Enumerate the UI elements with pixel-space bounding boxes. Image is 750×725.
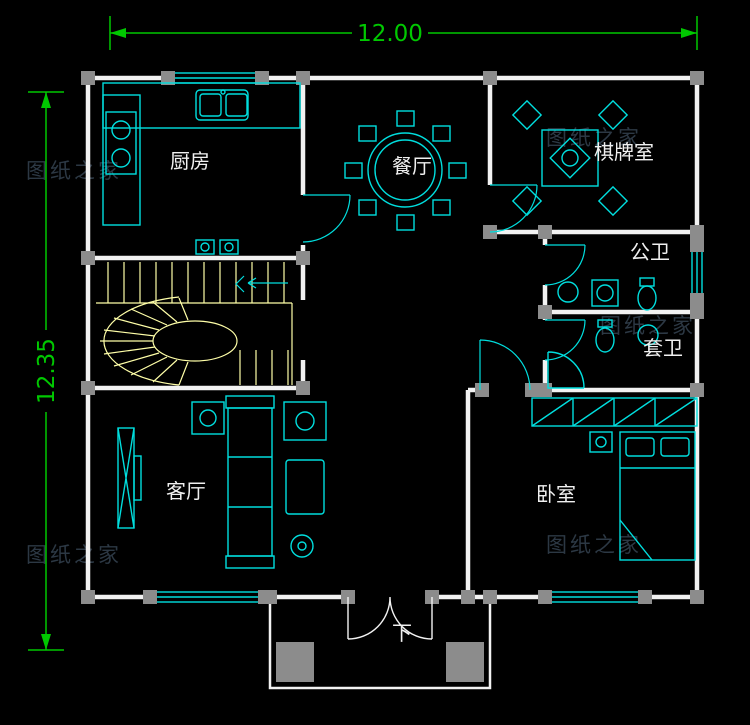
tv	[133, 455, 142, 501]
dining-set	[344, 110, 467, 231]
dining-chairs	[344, 110, 467, 231]
nightstand	[589, 431, 613, 453]
kitchen-window	[167, 72, 263, 84]
toilet	[637, 277, 657, 311]
porch-column	[446, 642, 484, 682]
kitchen-sink	[195, 89, 249, 121]
side-table	[283, 401, 327, 441]
staircase	[96, 262, 293, 386]
watermarks: 图纸之家 图纸之家 图纸之家 图纸之家 图纸之家	[26, 126, 696, 567]
public-bath-door	[544, 244, 586, 286]
doors	[302, 184, 586, 640]
wash-basin	[557, 281, 579, 303]
watermark-text: 图纸之家	[546, 533, 642, 557]
room-label-chess-room: 棋牌室	[594, 140, 654, 164]
room-label-entrance-down: 下	[392, 621, 412, 645]
stair-well	[152, 320, 238, 362]
bedroom-furniture	[531, 397, 698, 561]
structural-columns	[81, 71, 704, 604]
dimension-arrow-down	[41, 634, 51, 650]
dimension-arrow-left	[110, 28, 126, 38]
room-label-kitchen: 厨房	[170, 149, 210, 173]
bathroom-window	[691, 244, 703, 301]
coffee-table	[285, 459, 325, 515]
plant	[290, 534, 314, 558]
dining-table-inner	[374, 139, 436, 201]
room-label-dining: 餐厅	[392, 154, 432, 178]
room-labels: 厨房 餐厅 棋牌室 公卫 套卫 客厅 卧室 下	[166, 140, 683, 645]
wardrobe	[531, 397, 698, 427]
porch-column	[276, 642, 314, 682]
ensuite-bath-door	[544, 319, 586, 361]
mahjong-table	[541, 129, 599, 187]
mahjong-table-hub	[561, 149, 579, 167]
chess-room-door	[489, 184, 538, 233]
stair-winders	[100, 297, 189, 386]
shower	[547, 351, 585, 389]
kitchen-counter-left	[102, 94, 141, 226]
side-table	[191, 401, 225, 435]
tv-cabinet	[117, 427, 142, 529]
room-label-living-room: 客厅	[166, 479, 206, 503]
public-bath-fixtures	[557, 277, 657, 311]
dimension-arrow-right	[681, 28, 697, 38]
sofa	[225, 395, 275, 569]
dimension-height-label: 12.35	[34, 338, 60, 404]
living-room-furniture	[117, 395, 327, 569]
entrance-double-door	[347, 596, 433, 640]
living-room-window	[149, 591, 266, 603]
dimension-top: 12.00	[109, 16, 698, 50]
watermark-text: 图纸之家	[600, 314, 696, 338]
kitchen-fixtures	[102, 82, 301, 255]
dimension-arrow-up	[41, 92, 51, 108]
room-label-bedroom: 卧室	[536, 482, 576, 506]
mahjong-table-center	[549, 137, 591, 179]
watermark-text: 图纸之家	[26, 543, 122, 567]
stair-direction-arrow	[235, 275, 288, 293]
stove	[105, 111, 137, 175]
entrance-porch	[268, 597, 492, 690]
washing-machine	[591, 279, 619, 307]
toilet	[595, 319, 615, 353]
bedroom-window	[544, 591, 646, 603]
ensuite-bath-fixtures	[547, 319, 659, 389]
mahjong-set	[511, 99, 629, 217]
bedroom-door	[479, 339, 531, 391]
kitchen-cabinet-units	[195, 239, 239, 255]
dimension-width-label: 12.00	[357, 21, 423, 47]
watermark-text: 图纸之家	[26, 159, 122, 183]
room-label-ensuite-bath: 套卫	[643, 336, 683, 360]
room-label-public-bath: 公卫	[630, 240, 670, 264]
mahjong-chairs	[511, 99, 629, 217]
wash-basin	[637, 324, 659, 346]
bed	[619, 431, 696, 561]
kitchen-door	[302, 194, 351, 243]
dining-table	[367, 132, 443, 208]
dimension-left: 12.35	[28, 91, 64, 651]
